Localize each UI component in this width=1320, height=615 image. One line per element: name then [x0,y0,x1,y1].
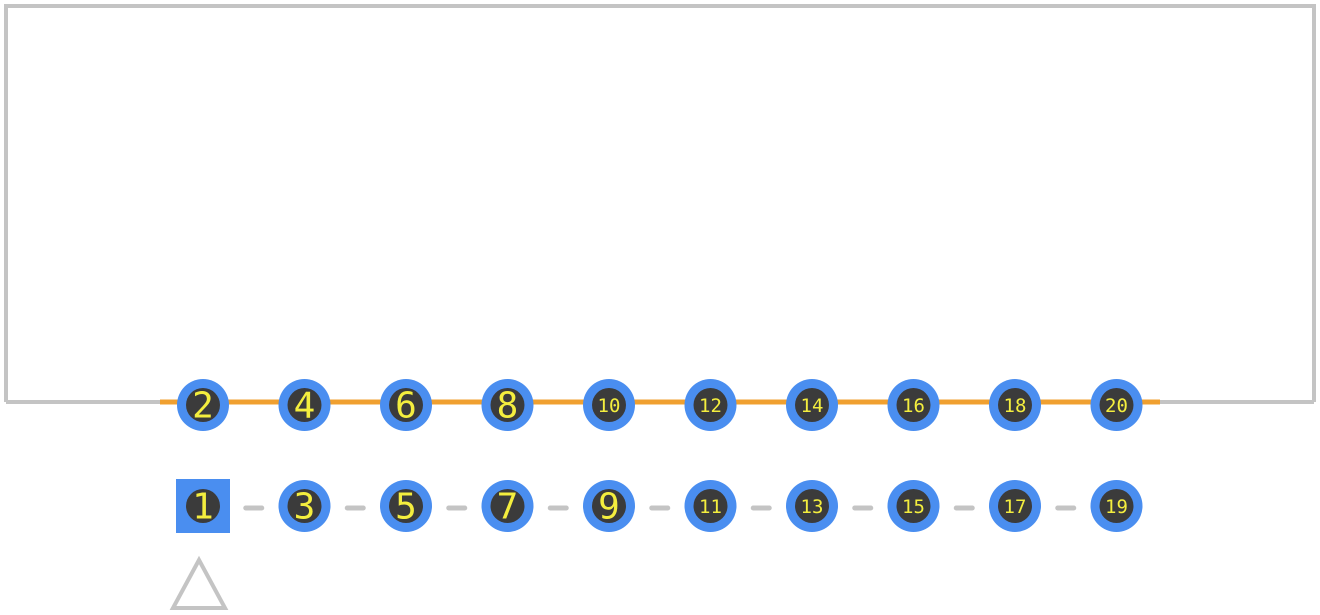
drill-hole [693,388,728,422]
pin-number-label: 7 [497,487,519,528]
pin-number-label: 5 [395,487,417,528]
drill-hole [287,388,322,422]
pin-number-label: 17 [1004,496,1027,518]
top-row-pad-18: 18 [989,379,1041,431]
pin-number-label: 6 [395,386,417,427]
drill-hole [389,388,423,422]
drill-hole [287,489,322,523]
drill-hole [1099,489,1134,523]
drill-hole [592,388,626,422]
pin-number-label: 8 [497,386,519,427]
top-row-pad-12: 12 [684,379,737,431]
drill-hole [896,489,931,523]
pin-number-label: 19 [1105,496,1128,518]
bottom-row-pad-7: 7 [481,480,534,532]
drill-hole [490,388,525,422]
pin-number-label: 15 [902,496,925,518]
top-row-pad-4: 4 [278,379,331,431]
drill-hole [389,489,423,523]
drill-hole [1099,388,1134,422]
top-row-pad-10: 10 [583,379,635,431]
pin-number-label: 14 [801,395,824,417]
pin-number-label: 3 [294,487,316,528]
drill-hole [186,489,220,523]
bottom-row-pad-9: 9 [583,480,635,532]
bottom-row-pad-1: 1 [176,479,230,533]
pin-number-label: 1 [192,487,214,528]
top-row-pad-2: 2 [177,379,229,431]
pin-number-label: 4 [294,386,316,427]
top-row-pad-20: 20 [1090,379,1143,431]
top-row-pad-14: 14 [786,379,838,431]
drill-hole [490,489,525,523]
bottom-row-pad-3: 3 [278,480,331,532]
bottom-row-pad-19: 19 [1090,480,1143,532]
drill-hole [795,388,829,422]
top-row-pad-8: 8 [481,379,534,431]
drill-hole [795,489,829,523]
pin-number-label: 2 [192,386,214,427]
bottom-row-pad-13: 13 [786,480,838,532]
pin-number-label: 9 [598,487,620,528]
pin-number-label: 20 [1105,395,1128,417]
bottom-row-pad-17: 17 [989,480,1041,532]
pin-1-marker-triangle [169,555,229,610]
pin-number-label: 16 [902,395,925,417]
bottom-row-pad-15: 15 [887,480,940,532]
top-row-pad-16: 16 [887,379,940,431]
connector-body-outline [4,4,1316,402]
top-row-pad-6: 6 [380,379,432,431]
bottom-row-pad-5: 5 [380,480,432,532]
pin-number-label: 10 [598,395,621,417]
pin-number-label: 12 [699,395,722,417]
pin-number-label: 11 [699,496,722,518]
drill-hole [693,489,728,523]
top-row-pads: 2 4 6 8 10 12 14 16 18 20 [177,379,1143,431]
drill-hole [186,388,220,422]
drill-hole [896,388,931,422]
bottom-row-pad-11: 11 [684,480,737,532]
drill-hole [592,489,626,523]
drill-hole [998,489,1032,523]
pin-number-label: 13 [801,496,824,518]
drill-hole [998,388,1032,422]
pin-number-label: 18 [1004,395,1027,417]
